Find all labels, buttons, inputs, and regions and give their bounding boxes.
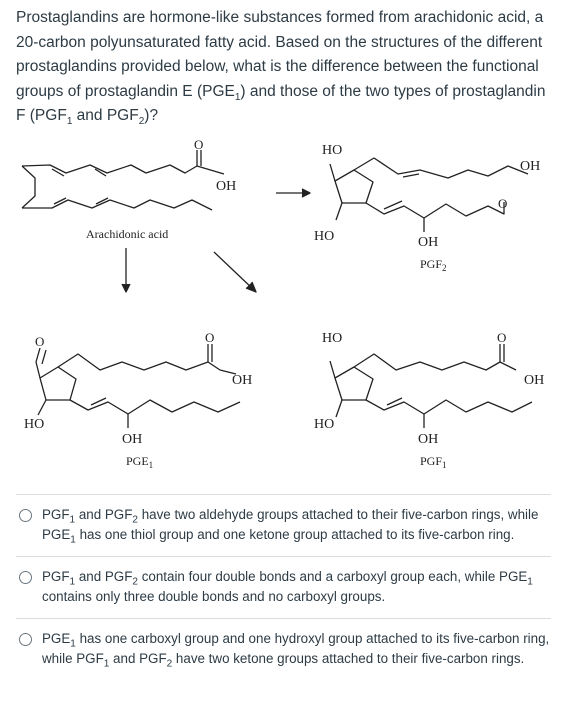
pgf2-name-label: PGF2 — [420, 257, 447, 273]
pgf1-ho-bottom-label: HO — [314, 417, 334, 432]
pge1-name-label: PGE1 — [126, 454, 153, 470]
pgf1-ho-top-label: HO — [322, 331, 342, 346]
choice-part: has one thiol group and one ketone group… — [75, 526, 515, 542]
pge1-o-top-label: O — [35, 334, 44, 349]
pgf2-ho-bottom-label: HO — [314, 229, 334, 244]
pge1-name: PGE — [126, 454, 149, 468]
pgf1-o-label: O — [497, 330, 506, 345]
pgf1-structure — [329, 344, 533, 428]
pge1-ho-label: HO — [24, 417, 44, 432]
subscript: 2 — [132, 514, 138, 526]
answer-choice-3[interactable]: PGE1 has one carboxyl group and one hydr… — [16, 618, 551, 680]
answer-choices: PGF1 and PGF2 have two aldehyde groups a… — [16, 494, 551, 680]
subscript: 1 — [70, 638, 76, 650]
question-part: ) and those of the two types of prostagl… — [16, 82, 546, 125]
choice-part: contain four double bonds and a carboxyl… — [137, 569, 528, 584]
pge1-oh-bottom-label: OH — [122, 432, 142, 447]
choice-part: PGE — [42, 631, 71, 646]
pgf1-oh-bottom-label: OH — [418, 432, 438, 447]
radio-button[interactable] — [19, 633, 32, 646]
arachidonic-o-label: O — [194, 137, 203, 152]
pgf2-name-sub: 2 — [442, 263, 447, 273]
pgf1-name-label: PGF1 — [420, 454, 447, 470]
pge1-name-sub: 1 — [149, 460, 154, 470]
choice-part: have two ketone groups attached to their… — [172, 650, 525, 666]
prostaglandin-structures-figure: O OH Arachidonic acid HO OH O HO OH PGF2… — [0, 132, 572, 490]
pgf1-name-sub: 1 — [442, 460, 447, 470]
subscript: 2 — [138, 116, 145, 128]
pgf2-ho-top-label: HO — [322, 143, 342, 158]
subscript: 1 — [70, 534, 76, 546]
pgf2-oh-bottom-label: OH — [418, 235, 438, 250]
choice-part: PGF — [42, 507, 70, 522]
subscript: 2 — [166, 658, 173, 670]
pgf2-oh-right-label: OH — [520, 159, 540, 174]
pgf2-o-label: O — [498, 196, 507, 211]
choice-text: PGE1 has one carboxyl group and one hydr… — [42, 631, 550, 670]
pgf2-name: PGF — [420, 257, 442, 271]
arachidonic-name-label: Arachidonic acid — [86, 227, 168, 241]
subscript: 1 — [69, 514, 76, 526]
choice-part: contains only three double bonds and no … — [42, 588, 386, 604]
pge1-structure — [35, 344, 241, 428]
choice-part: have two aldehyde groups attached to the… — [42, 507, 539, 542]
radio-button[interactable] — [19, 509, 32, 522]
question-text: Prostaglandins are hormone-like substanc… — [16, 6, 556, 129]
choice-text: PGF1 and PGF2 contain four double bonds … — [42, 569, 533, 604]
choice-part: and PGF — [75, 507, 133, 522]
answer-choice-2[interactable]: PGF1 and PGF2 contain four double bonds … — [16, 556, 551, 618]
choice-part: and PGF — [109, 650, 167, 666]
pge1-oh-right-label: OH — [232, 373, 252, 388]
reaction-arrows — [121, 188, 311, 293]
subscript: 1 — [69, 576, 76, 588]
subscript: 2 — [132, 576, 138, 588]
arachidonic-oh-label: OH — [216, 179, 236, 194]
question-part: )? — [144, 107, 159, 124]
subscript: 1 — [234, 91, 241, 103]
subscript: 1 — [527, 576, 533, 588]
structures-svg: O OH Arachidonic acid HO OH O HO OH PGF2… — [21, 137, 544, 470]
pge1-o-right-label: O — [205, 330, 214, 345]
subscript: 1 — [103, 658, 110, 670]
pgf1-name: PGF — [420, 454, 442, 468]
radio-button[interactable] — [19, 571, 32, 584]
choice-part: PGF — [42, 569, 70, 584]
answer-choice-1[interactable]: PGF1 and PGF2 have two aldehyde groups a… — [16, 494, 551, 556]
pgf2-structure — [329, 157, 529, 232]
arachidonic-acid-structure — [21, 150, 225, 211]
pgf1-oh-right-label: OH — [524, 373, 544, 388]
question-part: Prostaglandins are hormone-like substanc… — [16, 9, 544, 100]
question-part: and PGF — [72, 107, 139, 124]
choice-text: PGF1 and PGF2 have two aldehyde groups a… — [42, 507, 539, 546]
choice-part: has one carboxyl group and one hydroxyl … — [42, 631, 550, 666]
choice-part: and PGF — [75, 569, 133, 584]
subscript: 1 — [66, 116, 73, 128]
